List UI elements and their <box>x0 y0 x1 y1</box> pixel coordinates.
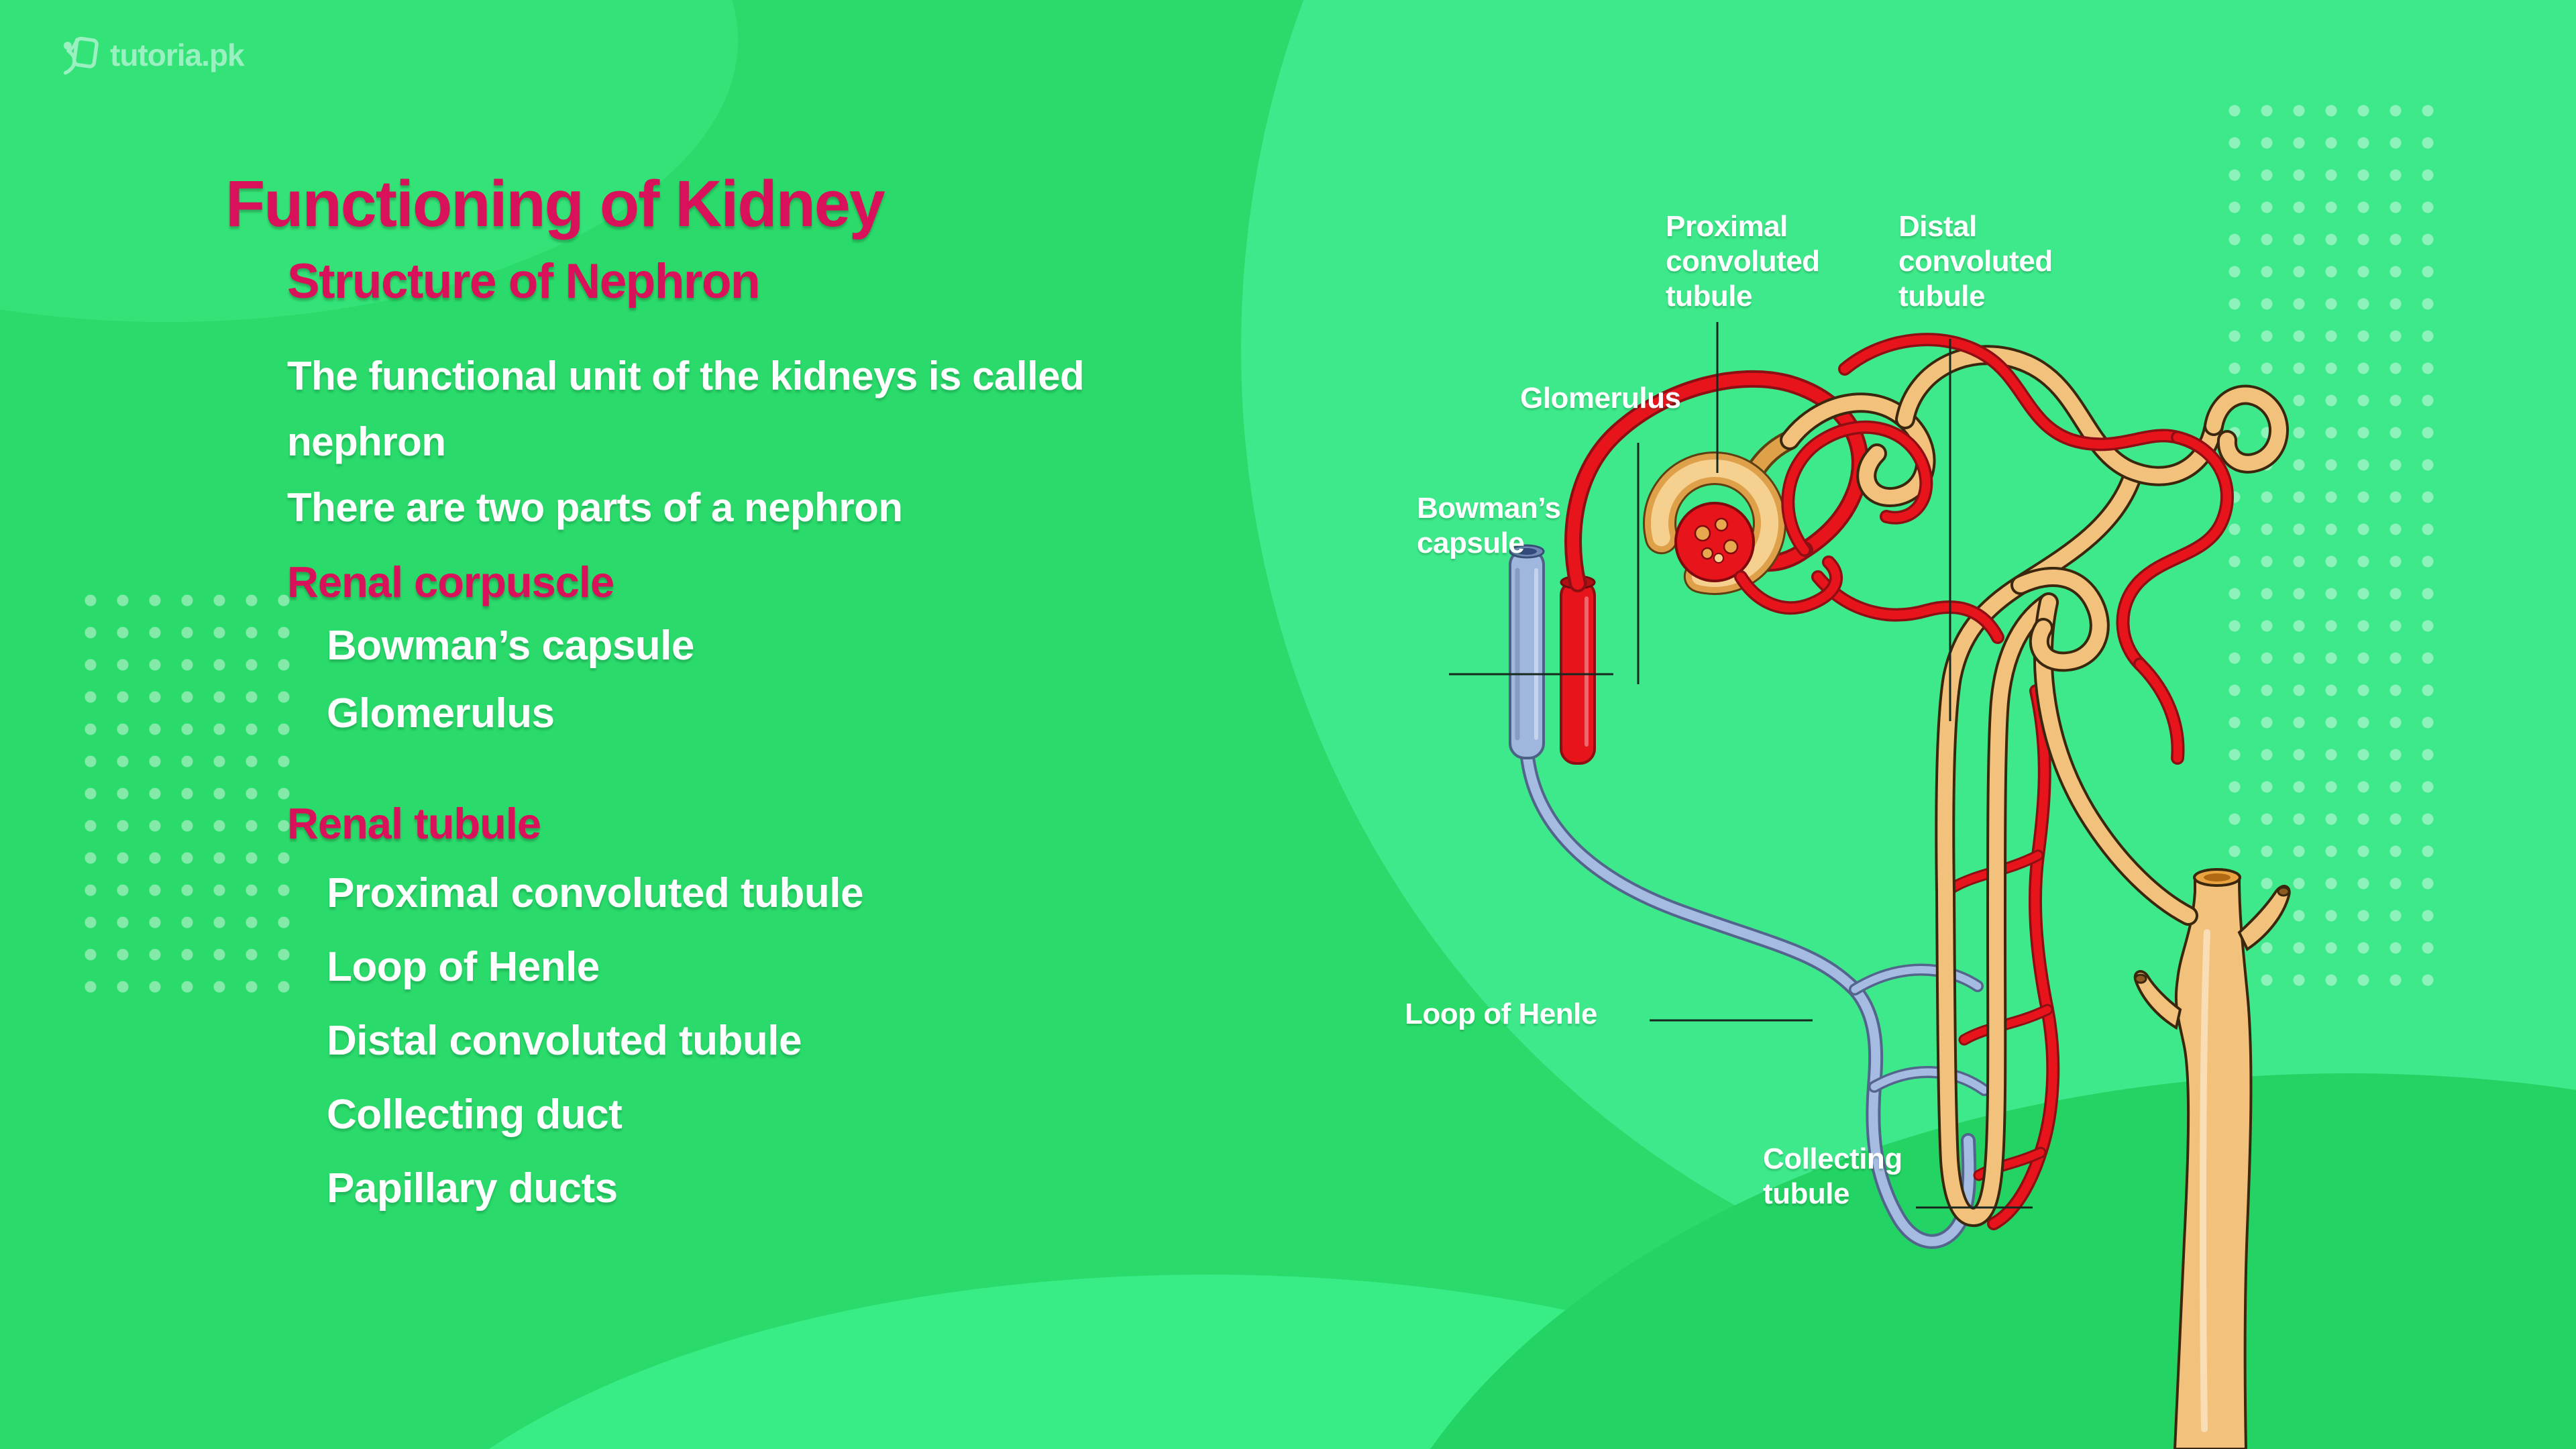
diagram-label-distal-convoluted-tubule: Distal convoluted tubule <box>1898 210 2053 313</box>
tutoria-logo-icon <box>63 36 99 75</box>
section-heading-renal-tubule: Renal tubule <box>287 799 541 848</box>
slide-subtitle: Structure of Nephron <box>287 254 761 309</box>
logo: tutoria.pk <box>59 34 245 76</box>
diagram-label-loop-of-henle: Loop of Henle <box>1405 998 1597 1030</box>
page-title: Functioning of Kidney <box>225 167 885 240</box>
list-item-glomerulus: Glomerulus <box>327 690 555 737</box>
renal-corpuscle-list: Bowman’s capsule Glomerulus <box>327 612 694 747</box>
label-leader-lines <box>1449 322 2033 1209</box>
list-item-loop-of-henle: Loop of Henle <box>327 944 600 990</box>
diagram-label-proximal-convoluted-tubule: Proximal convoluted tubule <box>1666 210 1820 313</box>
list-item-bowmans-capsule: Bowman’s capsule <box>327 623 694 669</box>
intro-paragraph: The functional unit of the kidneys is ca… <box>287 354 1085 530</box>
list-item-collecting-duct: Collecting duct <box>327 1091 623 1138</box>
dot-pattern-left <box>74 584 300 1003</box>
list-item-distal-convoluted-tubule: Distal convoluted tubule <box>327 1018 802 1064</box>
dot-pattern-right <box>2218 95 2444 996</box>
diagram-label-collecting-tubule: Collecting tubule <box>1763 1142 1902 1210</box>
diagram-label-glomerulus: Glomerulus <box>1520 382 1681 415</box>
diagram-label-bowmans-capsule: Bowman’s capsule <box>1417 492 1561 559</box>
list-item-proximal-convoluted-tubule: Proximal convoluted tubule <box>327 870 864 916</box>
section-heading-renal-corpuscle: Renal corpuscle <box>287 557 614 606</box>
renal-tubule-list: Proximal convoluted tubule Loop of Henle… <box>327 857 864 1226</box>
list-item-papillary-ducts: Papillary ducts <box>327 1165 618 1212</box>
nephron-diagram <box>1449 322 2291 1449</box>
logo-text: tutoria.pk <box>110 38 245 72</box>
